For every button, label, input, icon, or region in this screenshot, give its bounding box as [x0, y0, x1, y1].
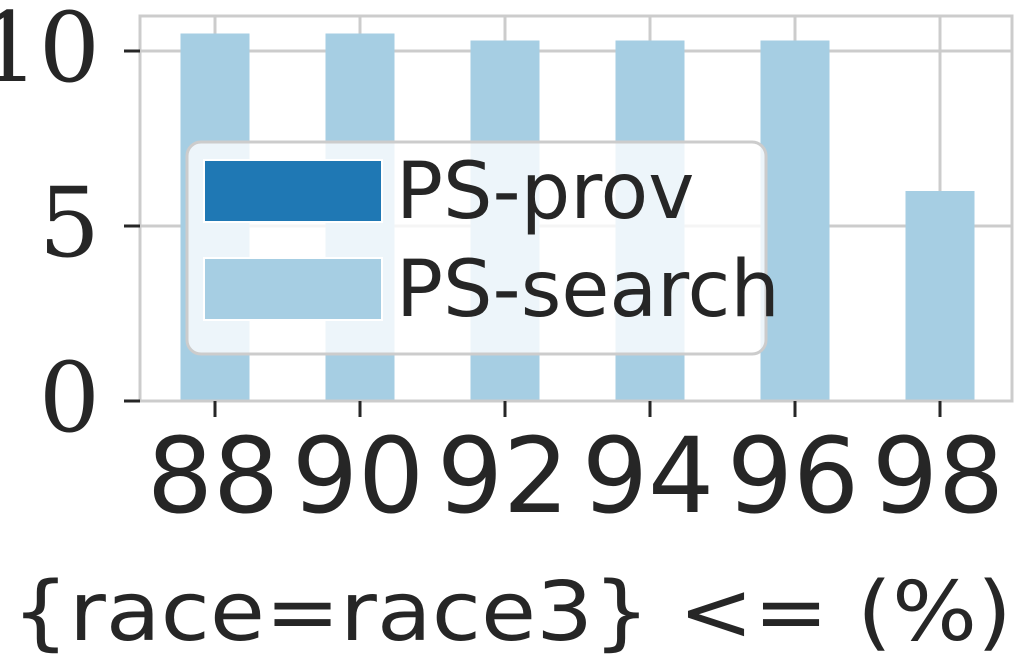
plot-frame — [138, 14, 1014, 403]
x-axis-label: {race=race3} <= (%) — [12, 565, 1012, 660]
bar-PS-search-98 — [905, 191, 975, 401]
x-tick-label-98: 98 — [872, 415, 1004, 537]
y-tick-label-10: 10 — [0, 0, 100, 104]
y-tick-label-0: 0 — [39, 342, 100, 454]
bar-PS-search-96 — [760, 40, 830, 401]
x-tick-label-92: 92 — [437, 415, 569, 537]
legend-label-PS-prov: PS-prov — [396, 147, 694, 237]
legend-label-PS-search: PS-search — [396, 245, 780, 335]
x-tick-label-94: 94 — [582, 415, 714, 537]
x-tick-label-88: 88 — [147, 415, 279, 537]
legend-swatch-PS-prov — [203, 159, 383, 223]
legend-swatch-PS-search — [203, 257, 383, 321]
x-tick-label-90: 90 — [292, 415, 424, 537]
x-tick-label-96: 96 — [727, 415, 859, 537]
y-axis: 0 5 10 — [0, 0, 140, 454]
y-tick-label-5: 5 — [39, 167, 100, 279]
